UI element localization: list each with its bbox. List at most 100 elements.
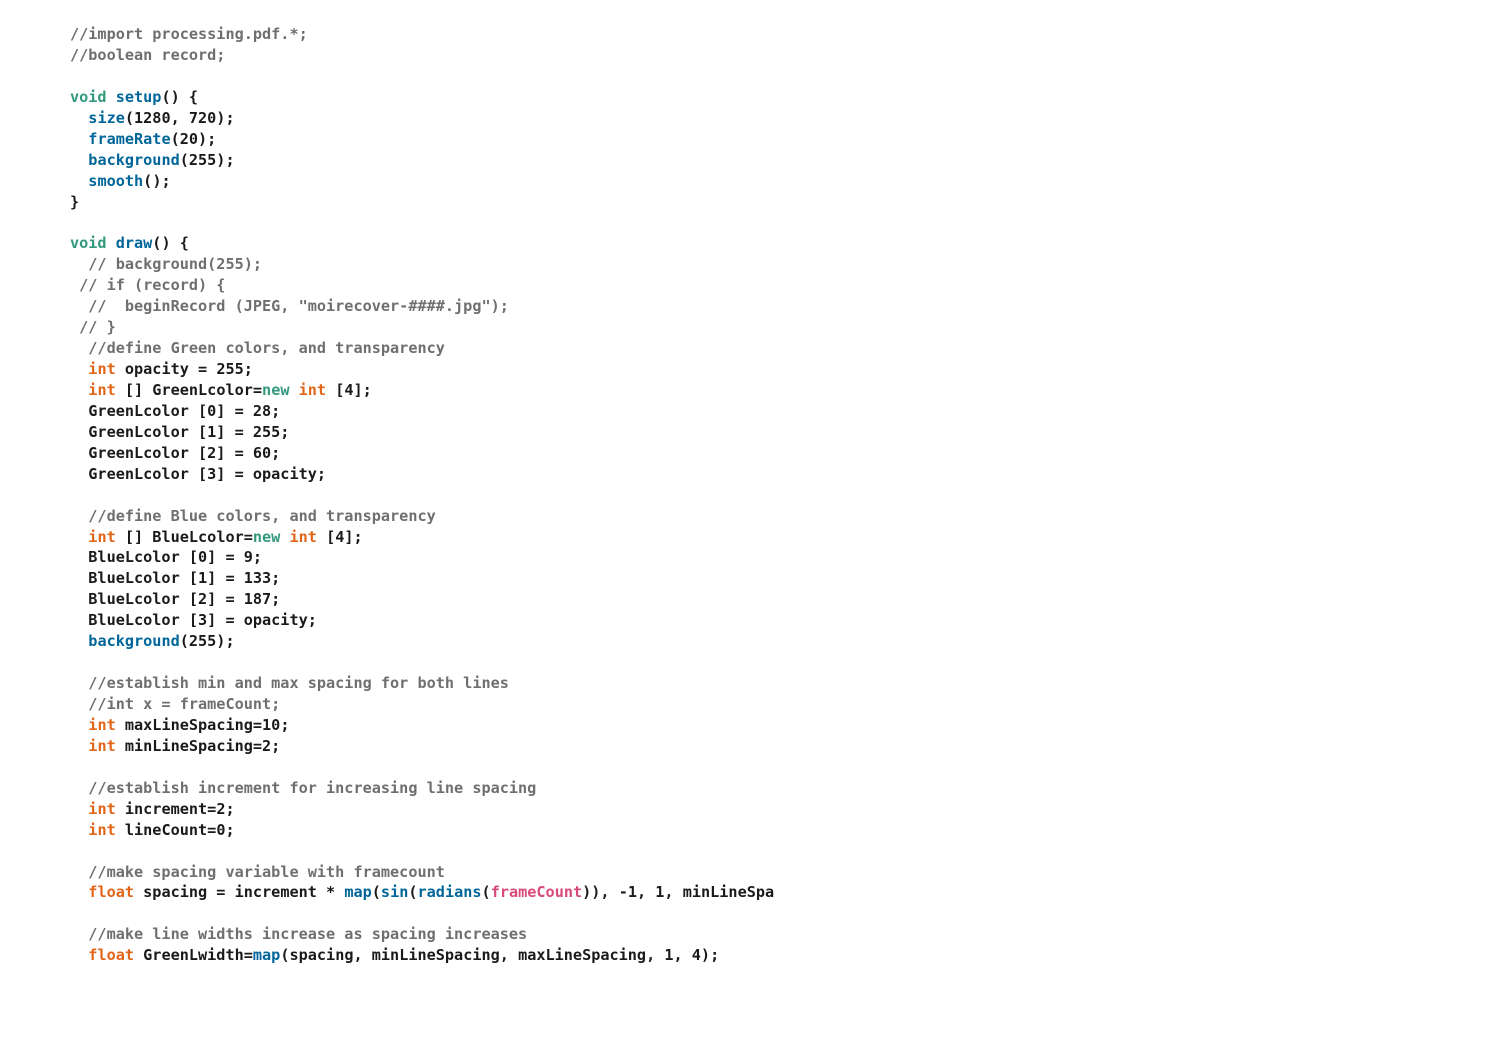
code-text: BlueLcolor [0] = 9;	[70, 548, 263, 567]
comment: //define Green colors, and transparency	[70, 339, 445, 358]
function-name: radians	[417, 883, 482, 902]
code-line: // background(255);	[70, 254, 774, 275]
comment: //make spacing variable with framecount	[70, 862, 445, 881]
function-name: frameRate	[88, 129, 171, 148]
type-keyword: int	[88, 799, 116, 818]
comment: // if (record) {	[70, 276, 226, 295]
code-line: GreenLcolor [2] = 60;	[70, 443, 774, 464]
code-line: //int x = frameCount;	[70, 694, 774, 715]
code-text: (255);	[179, 632, 235, 651]
blank-line	[70, 757, 774, 778]
code-text: GreenLwidth=	[134, 946, 253, 965]
code-line: BlueLcolor [3] = opacity;	[70, 610, 774, 631]
code-text: [] GreenLcolor=	[115, 380, 263, 399]
function-name: smooth	[88, 171, 144, 190]
code-text	[289, 381, 298, 399]
blank-line	[70, 652, 774, 673]
code-line: int opacity = 255;	[70, 359, 774, 380]
comment: //int x = frameCount;	[70, 695, 281, 713]
type-keyword: int	[88, 380, 116, 399]
code-line: //define Green colors, and transparency	[70, 338, 774, 359]
blank-line	[70, 903, 774, 924]
comment: //boolean record;	[70, 45, 226, 64]
code-text: minLineSpacing=2;	[115, 736, 281, 755]
code-line: // }	[70, 317, 774, 338]
code-text	[70, 172, 88, 190]
code-line: //make spacing variable with framecount	[70, 862, 774, 883]
code-text	[70, 821, 88, 839]
code-text: GreenLcolor [2] = 60;	[70, 443, 281, 462]
code-text	[70, 130, 88, 148]
comment: // beginRecord (JPEG, "moirecover-####.j…	[70, 297, 509, 316]
code-line: BlueLcolor [0] = 9;	[70, 547, 774, 568]
blank-line	[70, 485, 774, 506]
code-line: //boolean record;	[70, 45, 774, 66]
code-line: //establish increment for increasing lin…	[70, 778, 774, 799]
code-line: //establish min and max spacing for both…	[70, 673, 774, 694]
code-text: (	[371, 883, 381, 902]
function-name: map	[252, 946, 281, 965]
code-text: [] BlueLcolor=	[115, 527, 253, 546]
builtin-variable: frameCount	[490, 883, 583, 902]
function-name: background	[88, 632, 180, 651]
code-text: opacity = 255;	[115, 360, 253, 378]
code-text: GreenLcolor [1] = 255;	[70, 422, 290, 441]
code-line: void draw() {	[70, 233, 774, 254]
comment: //import processing.pdf.*;	[70, 25, 308, 43]
code-text: GreenLcolor [0] = 28;	[70, 401, 281, 420]
code-text	[70, 800, 88, 818]
code-line: int [] BlueLcolor=new int [4];	[70, 527, 774, 548]
function-name: setup	[115, 87, 162, 106]
code-text: GreenLcolor [3] = opacity;	[70, 464, 327, 483]
comment: // background(255);	[70, 255, 263, 274]
code-text: (1280, 720);	[124, 108, 235, 127]
code-text: (255);	[179, 150, 235, 169]
keyword: void	[70, 234, 116, 253]
code-line: void setup() {	[70, 87, 774, 108]
code-text	[70, 883, 88, 901]
code-line: float GreenLwidth=map(spacing, minLineSp…	[70, 945, 774, 966]
code-text	[70, 737, 88, 755]
function-name: background	[88, 150, 180, 169]
code-text	[70, 716, 88, 734]
type-keyword: int	[289, 527, 317, 546]
blank-line	[70, 66, 774, 87]
code-line: BlueLcolor [1] = 133;	[70, 568, 774, 589]
type-keyword: int	[88, 736, 116, 755]
code-line: GreenLcolor [3] = opacity;	[70, 464, 774, 485]
code-text	[70, 528, 88, 546]
code-text	[70, 381, 88, 399]
code-text: lineCount=0;	[115, 820, 235, 839]
type-keyword: int	[88, 360, 116, 378]
code-line: BlueLcolor [2] = 187;	[70, 589, 774, 610]
code-text: (	[408, 883, 418, 902]
type-keyword: int	[88, 820, 116, 839]
function-name: draw	[115, 234, 153, 253]
code-text	[70, 946, 88, 964]
code-text	[70, 109, 88, 127]
code-line: GreenLcolor [1] = 255;	[70, 422, 774, 443]
code-text	[70, 151, 88, 169]
code-text: (20);	[170, 129, 217, 148]
code-text: BlueLcolor [3] = opacity;	[70, 611, 317, 630]
code-text: BlueLcolor [2] = 187;	[70, 590, 281, 609]
keyword: new	[262, 380, 290, 399]
type-keyword: int	[88, 715, 116, 734]
code-line: float spacing = increment * map(sin(radi…	[70, 882, 774, 903]
code-line: //define Blue colors, and transparency	[70, 506, 774, 527]
comment: //make line widths increase as spacing i…	[70, 925, 528, 944]
code-line: //make line widths increase as spacing i…	[70, 924, 774, 945]
comment: //define Blue colors, and transparency	[70, 506, 436, 525]
code-line: int minLineSpacing=2;	[70, 736, 774, 757]
code-line: GreenLcolor [0] = 28;	[70, 401, 774, 422]
code-listing: //import processing.pdf.*; //boolean reco…	[70, 24, 774, 966]
code-line: // beginRecord (JPEG, "moirecover-####.j…	[70, 296, 774, 317]
code-line: // if (record) {	[70, 275, 774, 296]
code-line: smooth();	[70, 171, 774, 192]
code-text: ();	[143, 171, 171, 190]
code-text: increment=2;	[115, 799, 235, 818]
blank-line	[70, 212, 774, 233]
code-text: (	[481, 883, 491, 902]
code-text: () {	[152, 234, 189, 253]
code-line: size(1280, 720);	[70, 108, 774, 129]
